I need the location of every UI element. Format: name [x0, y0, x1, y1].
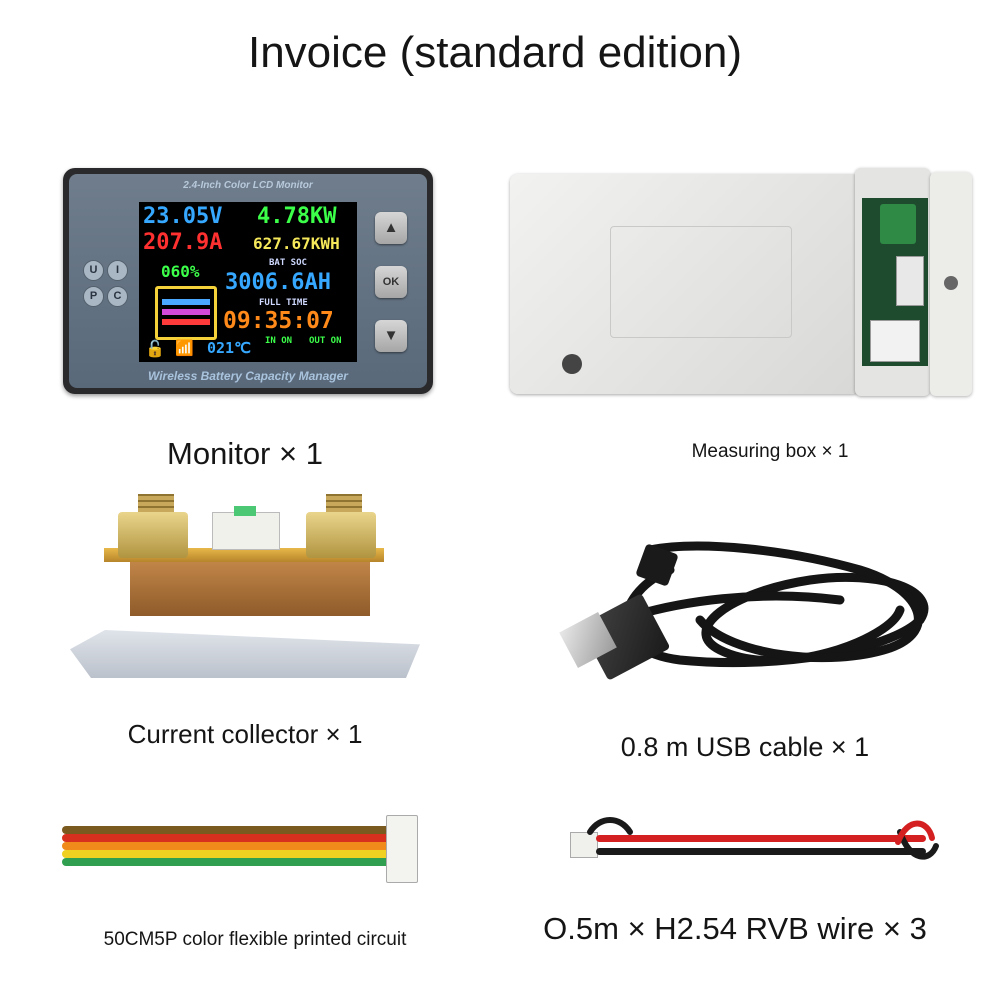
bat-soc-label: BAT SOC	[269, 258, 307, 268]
box-side-lip	[930, 172, 972, 396]
monitor-bottom-label: Wireless Battery Capacity Manager	[148, 369, 348, 383]
shunt-connector-latch	[234, 506, 256, 516]
current-readout: 207.9A	[143, 230, 223, 255]
ok-button[interactable]: OK	[375, 266, 407, 298]
wire-connector	[570, 832, 598, 858]
box-inset	[610, 226, 792, 338]
u-button[interactable]: U	[83, 260, 104, 281]
in-status-label: IN ON	[265, 336, 293, 346]
shunt-connector	[212, 512, 280, 550]
current-collector-caption: Current collector × 1	[127, 719, 363, 749]
down-button[interactable]: ▼	[375, 320, 407, 352]
ribbon-connector	[386, 815, 418, 883]
red-wire	[596, 835, 926, 842]
measuring-box-image	[510, 168, 972, 396]
black-wire	[596, 848, 926, 855]
capacity-readout: 3006.6AH	[225, 270, 331, 295]
soc-percent: 060%	[161, 262, 200, 281]
lcd-screen: 23.05V 4.78KW 207.9A 627.67KWH 060% BAT …	[139, 202, 357, 362]
full-time-label: FULL TIME	[259, 298, 308, 308]
power-readout: 4.78KW	[257, 204, 337, 229]
up-button[interactable]: ▲	[375, 212, 407, 244]
fpc-caption: 50CM5P color flexible printed circuit	[103, 929, 407, 950]
monitor-face: 2.4-Inch Color LCD Monitor U I P C 23.05…	[69, 174, 427, 388]
wire-ends	[587, 817, 939, 860]
wifi-icon: 📶	[175, 339, 194, 357]
measuring-box-caption: Measuring box × 1	[691, 441, 849, 462]
temperature-readout: 021℃	[207, 339, 251, 357]
page-title: Invoice (standard edition)	[247, 28, 743, 77]
i-button[interactable]: I	[107, 260, 128, 281]
usb-cable-caption: 0.8 m USB cable × 1	[620, 732, 870, 762]
lock-icon: 🔓	[145, 339, 165, 358]
box-body	[510, 174, 860, 394]
box-circuit-board	[862, 198, 928, 366]
shunt-copper-bar	[130, 558, 370, 616]
monitor-top-label: 2.4-Inch Color LCD Monitor	[183, 180, 313, 191]
p-button[interactable]: P	[83, 286, 104, 307]
shunt-acrylic-base	[70, 630, 420, 678]
out-status-label: OUT ON	[309, 336, 342, 346]
box-hole	[562, 354, 582, 374]
energy-readout: 627.67KWH	[253, 234, 340, 253]
time-readout: 09:35:07	[223, 308, 334, 334]
monitor-caption: Monitor × 1	[167, 436, 323, 471]
monitor-device: 2.4-Inch Color LCD Monitor U I P C 23.05…	[63, 168, 433, 394]
rvb-wire-caption: O.5m × H2.54 RVB wire × 3	[543, 911, 927, 946]
voltage-readout: 23.05V	[143, 204, 223, 229]
c-button[interactable]: C	[107, 286, 128, 307]
shunt-nut-left	[118, 512, 188, 558]
shunt-nut-right	[306, 512, 376, 558]
flexible-ribbon-cable	[62, 826, 392, 870]
battery-icon	[155, 286, 217, 340]
